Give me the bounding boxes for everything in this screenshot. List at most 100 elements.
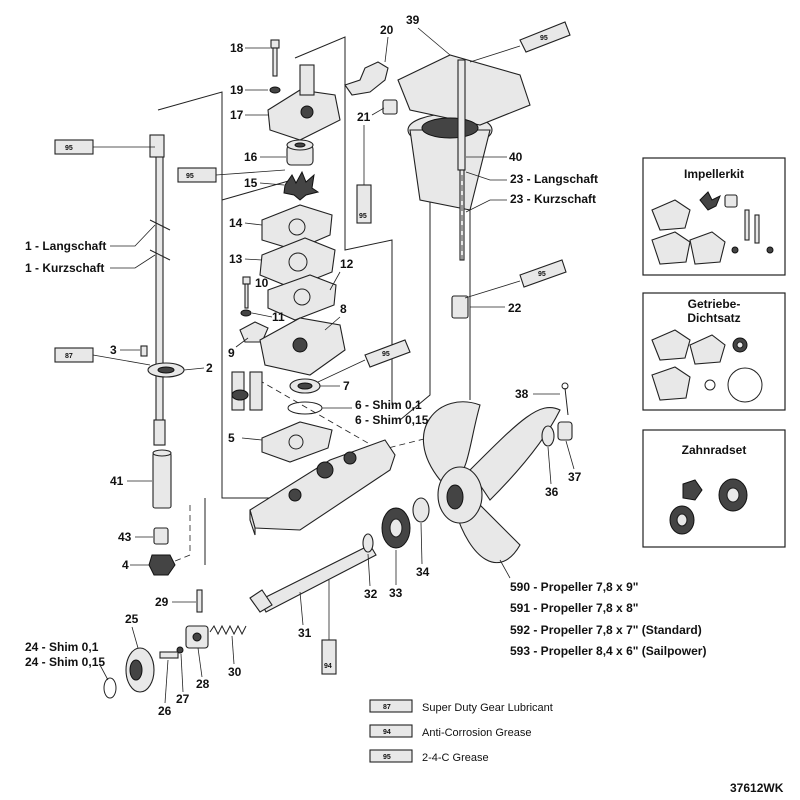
label-33: 33 bbox=[389, 586, 403, 600]
grease-tube-87-left: 87 bbox=[54, 347, 151, 366]
grease-tube-95-left-top: 95 bbox=[54, 139, 155, 155]
pump-housing-17 bbox=[267, 64, 341, 141]
thrust-washer-34 bbox=[412, 497, 430, 523]
pin-3 bbox=[140, 345, 148, 357]
seal-kit-title-line1: Getriebe- bbox=[688, 297, 741, 311]
gear-set-box: Zahnradset bbox=[642, 429, 786, 548]
legend-row-94: 94 Anti-Corrosion Grease bbox=[369, 724, 531, 739]
washer-19 bbox=[269, 86, 281, 94]
legend-code-87: 87 bbox=[383, 704, 391, 711]
legend-row-95: 95 2-4-C Grease bbox=[369, 749, 489, 764]
label-9: 9 bbox=[228, 346, 235, 360]
label-37: 37 bbox=[568, 470, 582, 484]
tube-code: 95 bbox=[186, 173, 194, 180]
label-7: 7 bbox=[343, 379, 350, 393]
label-kurzschaft-23: 23 - Kurzschaft bbox=[510, 192, 596, 206]
label-18: 18 bbox=[230, 41, 244, 55]
impeller-kit-box: Impellerkit bbox=[642, 157, 786, 276]
pump-base-8 bbox=[259, 317, 346, 376]
legend-text-94: Anti-Corrosion Grease bbox=[422, 727, 531, 739]
legend-text-87: Super Duty Gear Lubricant bbox=[422, 702, 553, 714]
gasket-5 bbox=[261, 421, 333, 463]
tube-code: 94 bbox=[324, 663, 332, 670]
label-shim-24-a: 24 - Shim 0,1 bbox=[25, 640, 99, 654]
tube-code: 87 bbox=[65, 353, 73, 360]
grease-tube-95-top-right: 95 bbox=[469, 21, 571, 63]
tube-code: 95 bbox=[65, 145, 73, 152]
label-12: 12 bbox=[340, 257, 354, 271]
drive-shaft-1 bbox=[149, 134, 171, 446]
label-40: 41 bbox=[110, 474, 124, 488]
water-tube-21 bbox=[344, 61, 389, 96]
forward-gear-33 bbox=[381, 507, 411, 549]
label-19: 19 bbox=[230, 83, 244, 97]
label-langschaft-23: 23 - Langschaft bbox=[510, 172, 598, 186]
propeller-options-list: 590 - Propeller 7,8 x 9" 591 - Propeller… bbox=[499, 559, 706, 658]
label-16: 16 bbox=[244, 150, 258, 164]
label-43: 43 bbox=[118, 530, 132, 544]
diagram-reference-id: 37612WK bbox=[730, 781, 784, 795]
label-20: 21 bbox=[357, 110, 371, 124]
legend-row-87: 87 Super Duty Gear Lubricant bbox=[369, 699, 553, 714]
label-27: 27 bbox=[176, 692, 190, 706]
part-number-labels: 18 19 17 16 15 14 13 12 10 11 8 9 7 5 6 … bbox=[25, 13, 598, 718]
cotter-pin-38 bbox=[561, 382, 569, 416]
label-31: 31 bbox=[298, 626, 312, 640]
tube-code: 95 bbox=[538, 271, 546, 278]
label-14: 14 bbox=[229, 216, 243, 230]
impeller-insert-16 bbox=[286, 139, 314, 166]
bearing-2 bbox=[147, 362, 185, 378]
shift-rod-23 bbox=[457, 59, 466, 261]
tube-code: 95 bbox=[540, 35, 548, 42]
label-34: 34 bbox=[416, 565, 430, 579]
shim-6 bbox=[287, 401, 323, 415]
gasket-14 bbox=[261, 204, 333, 251]
propeller-option-590: 590 - Propeller 7,8 x 9" bbox=[510, 580, 638, 594]
label-11: 11 bbox=[272, 310, 285, 324]
label-25: 25 bbox=[125, 612, 139, 626]
sleeve-40 bbox=[152, 449, 172, 509]
lubricant-legend: 87 Super Duty Gear Lubricant 94 Anti-Cor… bbox=[369, 699, 553, 764]
label-kurzschaft-1: 1 - Kurzschaft bbox=[25, 261, 104, 275]
label-8: 8 bbox=[340, 302, 347, 316]
gear-housing bbox=[249, 439, 396, 536]
impeller-15 bbox=[283, 170, 320, 201]
propeller-option-592: 592 - Propeller 7,8 x 7" (Standard) bbox=[510, 623, 702, 637]
grease-tube-95-center: 95 bbox=[356, 125, 372, 224]
label-13: 13 bbox=[229, 252, 243, 266]
label-21: 20 bbox=[380, 23, 394, 37]
label-22: 22 bbox=[508, 301, 522, 315]
cam-26 bbox=[159, 651, 179, 659]
legend-text-95: 2-4-C Grease bbox=[422, 752, 489, 764]
spring-30 bbox=[209, 624, 247, 636]
clutch-28 bbox=[185, 625, 209, 649]
bushing-43 bbox=[153, 527, 169, 545]
seal-9 bbox=[239, 321, 269, 343]
legend-code-95: 95 bbox=[383, 754, 391, 761]
label-4: 4 bbox=[122, 558, 129, 572]
label-30: 30 bbox=[228, 665, 242, 679]
impeller-kit-title: Impellerkit bbox=[684, 167, 744, 181]
label-2: 2 bbox=[206, 361, 213, 375]
label-shim-24-b: 24 - Shim 0,15 bbox=[25, 655, 105, 669]
gear-seal-kit-box: Getriebe- Dichtsatz bbox=[642, 292, 786, 411]
label-41: 40 bbox=[509, 150, 523, 164]
label-38: 38 bbox=[515, 387, 529, 401]
gear-set-title: Zahnradset bbox=[682, 443, 747, 457]
label-5: 5 bbox=[228, 431, 235, 445]
pinion-gear-4 bbox=[148, 554, 176, 576]
propeller bbox=[422, 401, 561, 564]
propeller-option-593: 593 - Propeller 8,4 x 6" (Sailpower) bbox=[510, 644, 706, 658]
pin-29 bbox=[196, 589, 203, 613]
grease-tube-95-right: 95 bbox=[464, 259, 567, 299]
grommet-20 bbox=[382, 99, 398, 115]
gasket-12 bbox=[267, 274, 337, 321]
label-39: 39 bbox=[406, 13, 420, 27]
grease-tube-94-bottom: 94 bbox=[321, 580, 337, 675]
label-shim-6-b: 6 - Shim 0,15 bbox=[355, 413, 429, 427]
coupler-22 bbox=[451, 295, 469, 319]
washer-36 bbox=[541, 425, 555, 447]
grease-tube-95-seal: 95 bbox=[317, 339, 411, 383]
bolt-10 bbox=[242, 276, 251, 309]
label-36: 36 bbox=[545, 485, 559, 499]
